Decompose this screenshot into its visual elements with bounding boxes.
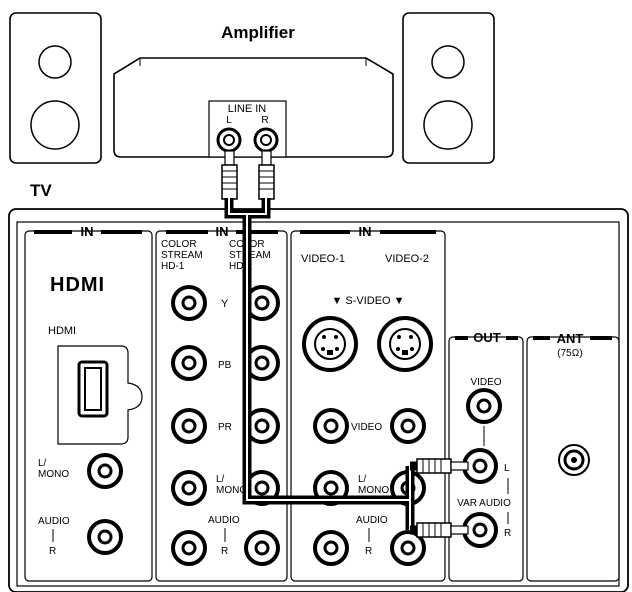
cs-audio-label: AUDIO [208, 515, 240, 526]
rca-plug-icon [221, 150, 238, 200]
ant-section [526, 336, 620, 582]
hd1-y-jack[interactable] [171, 285, 207, 321]
right-speaker [402, 12, 495, 164]
vid-audio-label: AUDIO [356, 515, 388, 526]
pr-label: PR [218, 422, 232, 433]
hdmi-port-icon[interactable] [57, 345, 143, 445]
rca-plug-icon [416, 458, 469, 474]
hd1-pr-jack[interactable] [171, 408, 207, 444]
video1-video-jack[interactable] [313, 408, 349, 444]
vid-l-mono-2: MONO [358, 485, 389, 496]
out-r-label: R [504, 528, 511, 539]
vid-l-mono-1: L/ [358, 474, 367, 485]
cs-l-mono-2: MONO [216, 485, 247, 496]
hdmi-section [24, 230, 153, 582]
tv-title: TV [30, 181, 52, 200]
hd1-pb-jack[interactable] [171, 345, 207, 381]
rca-plug-icon [416, 522, 469, 538]
hdmi-audio-label: AUDIO [38, 516, 70, 527]
ant-ohm-label: (75Ω) [557, 348, 582, 359]
out-l-label: L [504, 463, 510, 474]
hdmi-label: HDMI [48, 325, 76, 337]
s-video-jack-2[interactable] [377, 316, 433, 372]
hd1-label-3: HD-1 [161, 261, 185, 272]
hdmi-r-label: R [49, 546, 56, 557]
s-video-label: ▼ S-VIDEO ▼ [331, 295, 404, 307]
speaker-icon [431, 45, 465, 79]
hd2-y-jack[interactable] [244, 285, 280, 321]
line-in-label: LINE IN [228, 103, 267, 115]
hd1-audio-r-jack[interactable] [171, 530, 207, 566]
vid-r-label: R [365, 546, 372, 557]
y-label: Y [221, 298, 229, 310]
speaker-icon [38, 45, 72, 79]
video1-label: VIDEO-1 [301, 253, 345, 265]
out-video-label: VIDEO [470, 377, 501, 388]
antenna-jack-icon[interactable] [558, 444, 590, 476]
amplifier-body: LINE IN L R [113, 57, 394, 158]
color-stream-section [155, 230, 288, 582]
hdmi-logo: HDMI [50, 274, 105, 296]
video-label: VIDEO [351, 422, 382, 433]
video-in-section [290, 230, 446, 582]
speaker-icon [30, 100, 80, 150]
hd2-label-3: HD-2 [229, 261, 253, 272]
ant-header: ANT [557, 331, 584, 346]
audio-cable [224, 198, 418, 535]
left-speaker [9, 12, 102, 164]
color-stream-in-header: IN [216, 224, 229, 239]
rca-plug-icon [258, 150, 275, 200]
video1-audio-r-jack[interactable] [313, 530, 349, 566]
speaker-icon [423, 100, 473, 150]
hd1-label-1: COLOR [161, 239, 197, 250]
pb-label: PB [218, 360, 232, 371]
hd1-audio-l-jack[interactable] [171, 470, 207, 506]
line-in-r-label: R [261, 115, 268, 126]
hdmi-audio-r-jack[interactable] [87, 519, 123, 555]
cs-l-mono-1: L/ [216, 474, 225, 485]
video2-label: VIDEO-2 [385, 253, 429, 265]
out-video-jack[interactable] [466, 388, 502, 424]
video2-video-jack[interactable] [390, 408, 426, 444]
hdmi-l-mono-2: MONO [38, 469, 69, 480]
hdmi-l-mono-1: L/ [38, 458, 47, 469]
hd2-pr-jack[interactable] [244, 408, 280, 444]
out-header: OUT [473, 330, 501, 345]
video2-audio-r-jack[interactable] [390, 530, 426, 566]
line-in-l-label: L [226, 115, 232, 126]
out-var-audio-l-jack[interactable] [462, 448, 498, 484]
s-video-jack-1[interactable] [302, 316, 358, 372]
hd2-audio-r-jack[interactable] [244, 530, 280, 566]
tv-panel [8, 208, 629, 592]
var-audio-label: VAR AUDIO [457, 498, 511, 509]
cs-r-label: R [221, 546, 228, 557]
out-var-audio-r-jack[interactable] [462, 512, 498, 548]
video-in-header: IN [359, 224, 372, 239]
hdmi-in-header: IN [81, 224, 94, 239]
hdmi-audio-l-jack[interactable] [87, 453, 123, 489]
hd1-label-2: STREAM [161, 250, 203, 261]
line-in-r-jack[interactable] [253, 127, 279, 153]
line-in-l-jack[interactable] [216, 127, 242, 153]
hd2-pb-jack[interactable] [244, 345, 280, 381]
amplifier-title: Amplifier [221, 23, 295, 42]
